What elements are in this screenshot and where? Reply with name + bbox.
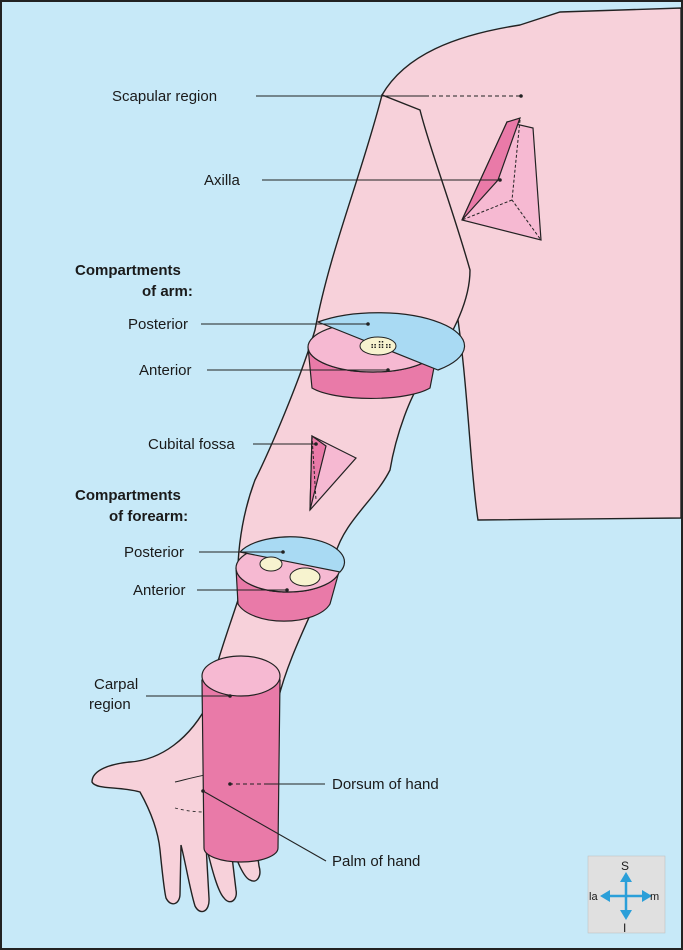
forearm-posterior-label: Posterior xyxy=(124,544,184,561)
compartments-of-forearm-heading-line2: of forearm: xyxy=(109,508,188,525)
arm-posterior-label: Posterior xyxy=(128,316,188,333)
svg-text:⠶⠿⠶: ⠶⠿⠶ xyxy=(370,341,392,352)
dorsum-of-hand-label: Dorsum of hand xyxy=(332,776,439,793)
palm-of-hand-label: Palm of hand xyxy=(332,853,420,870)
compass-medial-label: m xyxy=(650,891,659,903)
compartments-of-arm-heading-line2: of arm: xyxy=(142,283,193,300)
carpal-band-top xyxy=(202,656,280,696)
carpal-region-label-line1: Carpal xyxy=(94,676,138,693)
compass-superior-label: S xyxy=(621,859,629,873)
carpal-band xyxy=(202,656,280,862)
compass-lateral-label: la xyxy=(589,891,598,903)
carpal-region-label-line2: region xyxy=(89,696,131,713)
compartments-of-arm-heading-line1: Compartments xyxy=(75,262,181,279)
compartments-of-forearm-heading-line1: Compartments xyxy=(75,487,181,504)
compass-inferior-label: I xyxy=(623,921,626,935)
ulna-bone xyxy=(290,568,320,586)
cubital-fossa-label: Cubital fossa xyxy=(148,436,235,453)
axilla-label: Axilla xyxy=(204,172,241,189)
carpal-side-wall xyxy=(202,680,280,862)
forearm-anterior-label: Anterior xyxy=(133,582,186,599)
arm-anterior-label: Anterior xyxy=(139,362,192,379)
orientation-compass-icon: S I la m xyxy=(588,856,665,935)
scapular-region-label: Scapular region xyxy=(112,88,217,105)
radius-bone xyxy=(260,557,282,571)
